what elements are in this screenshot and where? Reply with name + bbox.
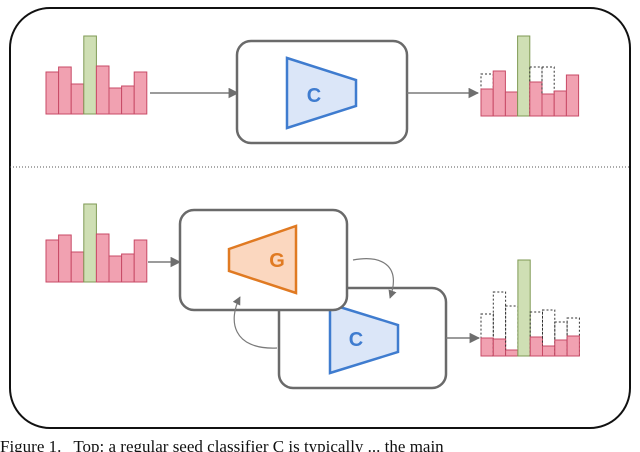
histogram-bar [480,337,494,357]
figure-label: Figure 1. [0,437,62,452]
bottom-input-histogram [45,203,148,283]
histogram-bar [83,203,97,283]
bottom-classifier-shape: C [328,302,400,375]
histogram-bar [565,74,580,117]
histogram-bar [58,234,72,283]
histogram-bar [121,253,135,283]
top-input-histogram [45,35,148,115]
histogram-ghost-bar [505,305,519,357]
histogram-bar [133,239,148,283]
histogram-bar [70,83,85,115]
classifier-to-generator-arrow [232,296,278,349]
histogram-bar [566,335,580,357]
histogram-bar [95,65,110,115]
histogram-bar [517,259,531,357]
histogram-bar [492,338,507,357]
histogram-bar [554,339,568,357]
histogram-bar [553,90,567,117]
bottom-output-histogram [480,259,580,357]
top-classifier-shape: C [285,56,358,130]
histogram-bar [121,85,135,115]
histogram-bar [83,35,97,115]
histogram-bar [58,66,72,115]
histogram-bar [95,233,110,283]
histogram-ghost-bar [492,291,507,357]
top-output-histogram [480,35,580,117]
histogram-bar [45,239,60,283]
histogram-bar [492,70,506,117]
histogram-bar [529,336,544,357]
histogram-bar [542,345,556,357]
histogram-bar [108,255,123,283]
histogram-bar [541,93,555,117]
bottom-classifier-label: C [349,329,363,351]
histogram-bar [517,35,531,117]
generator-shape: G [227,224,298,295]
caption-text: Top: a regular seed classifier C is typi… [73,437,444,452]
histogram-bar [133,71,148,115]
histogram-bar [70,251,85,283]
histogram-bar [529,81,543,117]
histogram-bar [504,91,519,117]
generator-to-classifier-arrow [352,258,397,299]
top-classifier-label: C [307,85,321,107]
histogram-bar [480,88,494,117]
histogram-bar [108,87,123,115]
generator-label: G [269,250,285,272]
outer-frame [9,7,631,429]
histogram-bar [505,349,519,357]
figure-caption: Figure 1. Top: a regular seed classifier… [0,437,640,452]
histogram-bar [45,71,60,115]
